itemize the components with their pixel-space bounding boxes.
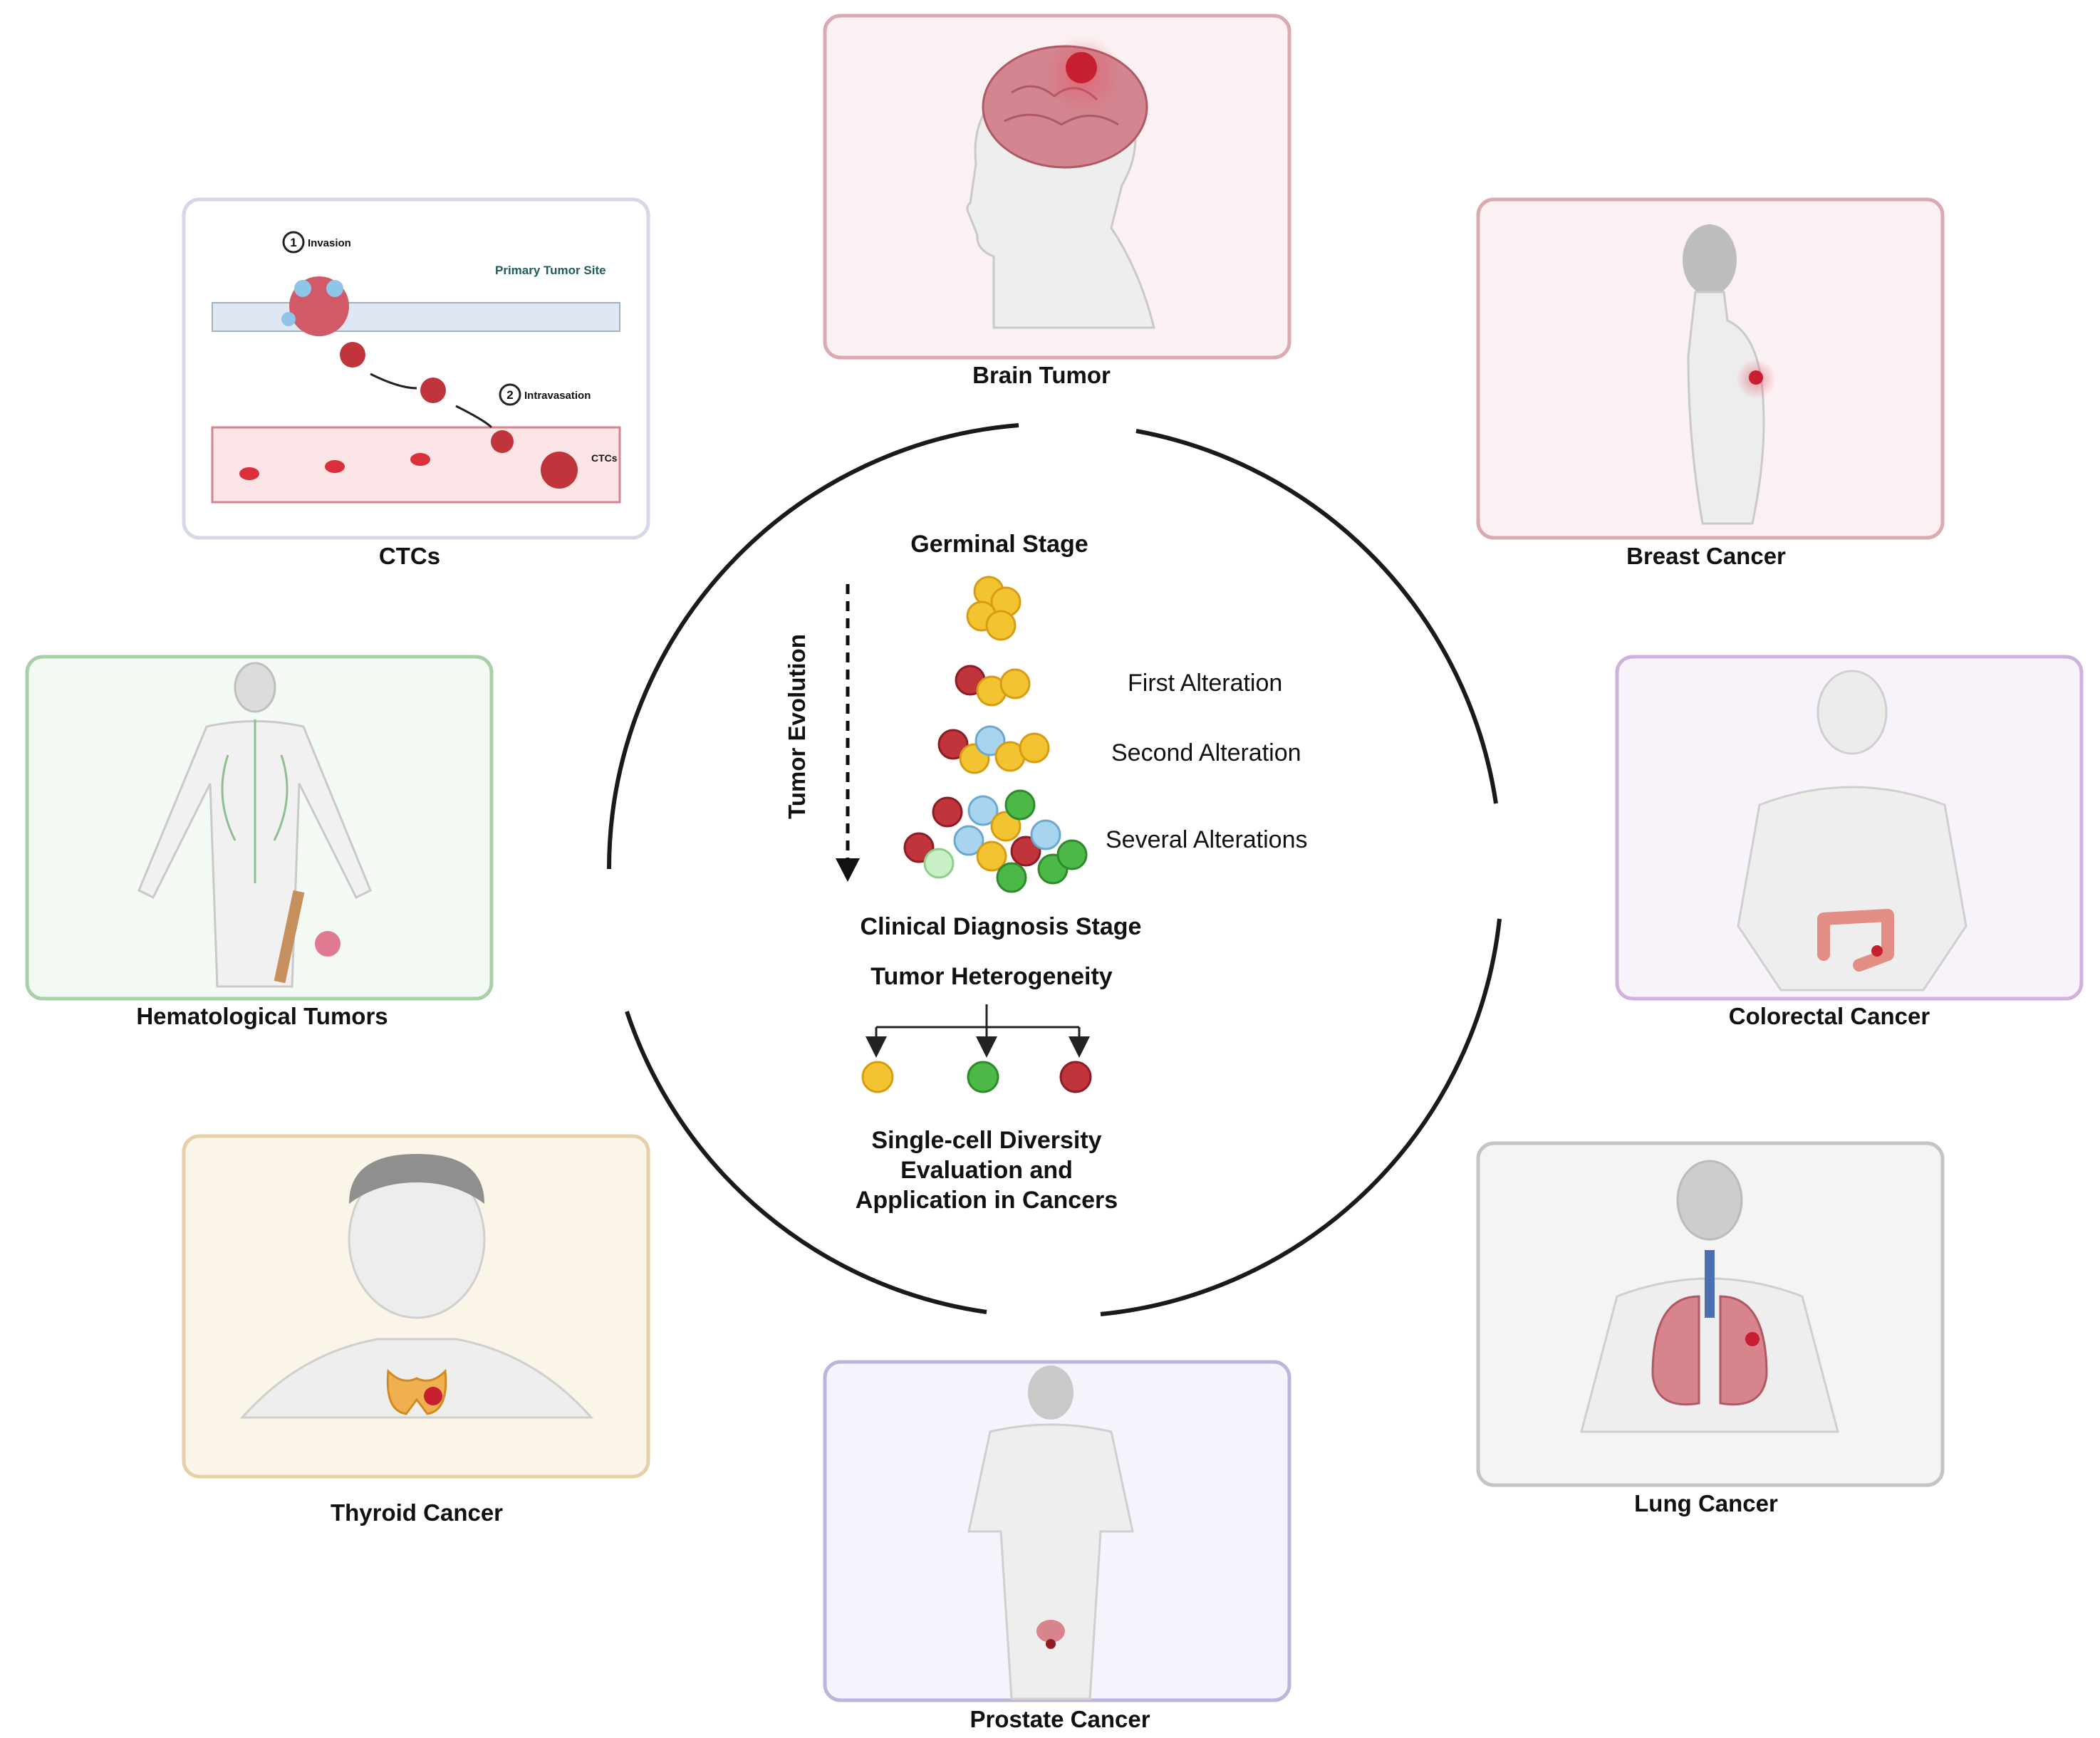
lymphatic-body-illustration	[137, 662, 372, 988]
ctc-step2-number: 2	[506, 388, 513, 402]
torso-illustration	[1737, 670, 1968, 992]
summary-line-2: Evaluation and	[900, 1157, 1073, 1184]
trachea-illustration	[1705, 1250, 1715, 1318]
ctc-step2-label: Intravasation	[524, 390, 591, 402]
circle-arc-top-left	[607, 423, 1019, 870]
several-alterations-label: Several Alterations	[1106, 826, 1308, 853]
panel-breast-cancer	[1476, 197, 1945, 540]
first-alteration-cluster	[955, 665, 1031, 707]
germinal-stage-label: Germinal Stage	[910, 531, 1088, 558]
summary-line-3: Application in Cancers	[855, 1187, 1118, 1214]
ctc-step1: 1 Invasion	[282, 231, 351, 254]
breast-tumor-mass	[1749, 370, 1763, 385]
lung-tumor-mass	[1745, 1332, 1759, 1346]
tumor-evolution-arrow	[836, 584, 860, 882]
heterogeneity-cells	[861, 1061, 1092, 1093]
heterogeneity-branch-arrows	[866, 1004, 1090, 1058]
migrating-tumor-cell	[340, 342, 365, 368]
summary-line-1: Single-cell Diversity	[871, 1127, 1102, 1154]
intravasating-tumor-cell	[420, 378, 446, 403]
colon-illustration	[1817, 909, 1894, 972]
panel-colorectal-cancer	[1615, 655, 2084, 1001]
ctc-cluster	[541, 452, 578, 489]
circle-arc-bottom-right	[1100, 918, 1502, 1316]
left-lung	[1651, 1295, 1700, 1406]
thyroid-cancer-label: Thyroid Cancer	[330, 1499, 504, 1526]
bone-illustration	[274, 890, 305, 984]
prostate-cancer-label: Prostate Cancer	[970, 1706, 1150, 1732]
ctc-step2: 2 Intravasation	[499, 383, 591, 406]
center-circle	[607, 423, 1502, 1316]
panel-prostate-cancer	[823, 1360, 1291, 1702]
ctc-step1-label: Invasion	[308, 237, 351, 249]
head-profile-illustration	[966, 36, 1155, 329]
clinical-diagnosis-stage-label: Clinical Diagnosis Stage	[860, 913, 1142, 940]
prostate-tumor-mass	[1046, 1639, 1056, 1649]
tumor-heterogeneity-label: Tumor Heterogeneity	[870, 963, 1113, 990]
ctc-tag-label: CTCs	[591, 452, 618, 464]
side-body-illustration	[1683, 224, 1776, 525]
right-lung	[1719, 1295, 1768, 1406]
panel-thyroid-cancer	[182, 1134, 650, 1479]
first-alteration-label: First Alteration	[1128, 670, 1283, 697]
ctcs-label: CTCs	[378, 543, 441, 569]
hematological-tumors-label: Hematological Tumors	[136, 1003, 388, 1029]
circle-arc-top-right	[1135, 429, 1498, 804]
primary-tumor-site-label: Primary Tumor Site	[495, 264, 606, 277]
circle-arc-bottom-left	[625, 1011, 987, 1314]
panel-brain-tumor	[823, 14, 1291, 360]
ctc-step1-number: 1	[290, 236, 296, 249]
face-neck-illustration	[239, 1154, 594, 1419]
lung-cancer-label: Lung Cancer	[1634, 1490, 1778, 1516]
brain-tumor-label: Brain Tumor	[972, 362, 1111, 388]
colorectal-cancer-label: Colorectal Cancer	[1728, 1003, 1930, 1029]
thyroid-tumor-mass	[424, 1387, 442, 1405]
chest-illustration	[1580, 1160, 1839, 1433]
second-alteration-label: Second Alteration	[1111, 739, 1301, 766]
panel-ctcs	[182, 197, 650, 540]
panel-lung-cancer	[1476, 1141, 1945, 1487]
second-alteration-cluster	[937, 725, 1050, 774]
epithelium-layer	[212, 302, 620, 332]
tumor-evolution-label: Tumor Evolution	[784, 634, 810, 819]
ctc-illustration	[211, 276, 621, 504]
panel-hematological-tumors	[25, 655, 494, 1001]
bladder-illustration	[1036, 1620, 1065, 1643]
germinal-cell-cluster	[966, 576, 1022, 641]
breast-cancer-label: Breast Cancer	[1626, 543, 1786, 569]
full-body-illustration	[967, 1365, 1134, 1700]
brain-tumor-mass	[1066, 52, 1097, 83]
colon-tumor-mass	[1871, 945, 1883, 957]
bone-marrow-cell-cluster	[315, 931, 341, 957]
several-alterations-cluster	[903, 789, 1088, 893]
